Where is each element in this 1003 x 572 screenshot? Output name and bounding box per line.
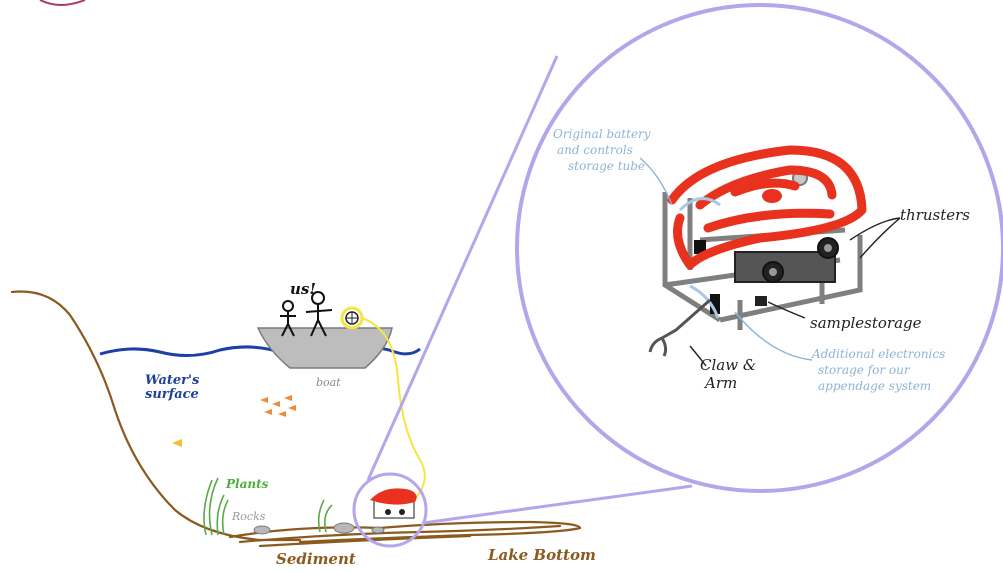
claw-arm-label: Claw & — [700, 356, 756, 374]
us-label: us! — [290, 280, 316, 298]
boat-label: boat — [316, 376, 341, 389]
yellow-fish — [172, 439, 182, 447]
claw-arm-label-2: Arm — [703, 374, 737, 392]
battery-tube-label-2: and controls — [557, 143, 633, 157]
plants-left — [204, 478, 228, 535]
thrusters-label: thrusters — [900, 206, 970, 224]
fish-school — [260, 395, 296, 417]
water-surface-label-2: surface — [145, 387, 199, 402]
sample-storage-label: samplestorage — [810, 314, 922, 332]
sediment-label: Sediment — [276, 550, 356, 568]
electronics-label-3: appendage system — [818, 379, 931, 393]
plants-label: Plants — [225, 477, 269, 491]
battery-tube-label: Original battery — [553, 127, 651, 141]
rocks-label: Rocks — [231, 510, 266, 523]
corner-circle-fragment — [40, 0, 85, 5]
electronics-label: Additional electronics — [811, 347, 945, 361]
zoom-detail-circle — [517, 5, 1003, 491]
battery-tube-label-3: storage tube — [568, 159, 645, 173]
tether-reel — [342, 308, 362, 328]
electronics-label-2: storage for our — [818, 363, 911, 377]
lake-bottom-label: Lake Bottom — [487, 546, 596, 564]
water-surface-label: Water's — [145, 373, 200, 388]
small-rov — [370, 488, 417, 518]
